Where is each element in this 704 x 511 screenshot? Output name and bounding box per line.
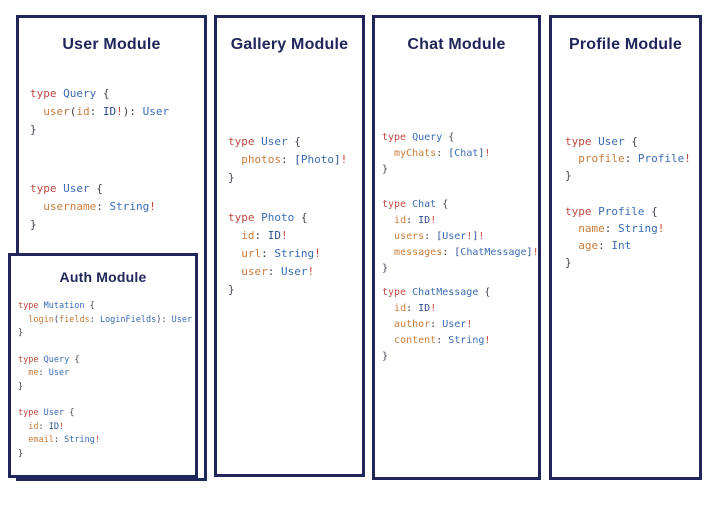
code-line: type Query { [382,132,455,143]
code-line: email: String! [28,435,100,445]
code-line: type Mutation { [18,301,95,311]
chat-module-title: Chat Module [407,36,506,53]
code-line: } [382,351,389,362]
auth-module-title: Auth Module [59,269,147,285]
gallery-module-title: Gallery Module [230,36,349,53]
code-line: id: ID! [28,421,65,432]
user-module-title: User Module [62,36,161,53]
code-line: myChats: [Chat]! [394,148,491,159]
code-block: type User { photos: [Photo]!} [228,133,347,187]
code-line: } [18,328,24,338]
user-module-code: type Query { user(id: ID!): User}type Us… [30,85,169,234]
code-line: author: User! [394,319,473,330]
profile-module-code: type User { profile: Profile!}type Profi… [565,133,691,271]
code-block: type Profile { name: String! age: Int} [565,203,691,271]
code-block: type User { profile: Profile!} [565,133,691,184]
code-line: me: User [28,368,70,378]
code-line: type User { [565,135,638,148]
code-line: } [565,169,572,182]
code-line: url: String! [241,247,321,260]
code-block: type Mutation { login(fields: LoginField… [18,300,192,341]
auth-module-box: Auth Module type Mutation { login(fields… [8,253,198,478]
code-block: type Query { user(id: ID!): User} [30,85,169,139]
code-line: } [30,218,37,231]
code-line: user: User! [241,265,315,278]
code-line: id: ID! [394,303,437,314]
code-line: } [228,171,235,184]
profile-module-title: Profile Module [568,36,683,53]
code-block: type User { id: ID! email: String!} [18,407,192,461]
code-line: } [228,283,235,296]
code-block: type Photo { id: ID! url: String! user: … [228,209,347,299]
code-line: type User { [30,182,103,195]
code-line: photos: [Photo]! [241,153,348,166]
code-line: } [18,448,24,459]
code-block: type Query { myChats: [Chat]!} [382,130,539,178]
code-line: type User { [18,408,75,418]
profile-module-box: Profile Module type User { profile: Prof… [549,15,702,480]
code-block: type Chat { id: ID! users: [User!]! mess… [382,197,539,277]
code-line: type Query { [18,354,80,365]
code-line: type Profile { [565,205,658,218]
code-block: type User { username: String!} [30,180,169,234]
code-line: id: ID! [394,215,437,226]
code-line: type Photo { [228,211,308,224]
code-line: messages: [ChatMessage]! [394,247,539,258]
code-line: login(fields: LoginFields): User [28,314,193,325]
code-line: } [382,164,389,175]
code-line: users: [User!]! [394,231,485,242]
auth-module-code: type Mutation { login(fields: LoginField… [18,300,192,461]
code-line: content: String! [394,335,491,346]
code-line: } [382,263,389,274]
gallery-module-code: type User { photos: [Photo]!}type Photo … [228,133,347,299]
code-line: } [565,256,572,269]
code-line: type User { [228,135,301,148]
chat-module-box: Chat Module type Query { myChats: [Chat]… [372,15,541,480]
code-line: username: String! [43,200,156,213]
chat-module-code: type Query { myChats: [Chat]!}type Chat … [382,130,539,365]
code-block: type ChatMessage { id: ID! author: User!… [382,285,539,365]
code-line: type Chat { [382,199,449,210]
code-line: } [30,123,37,136]
code-line: type ChatMessage { [382,287,491,298]
code-line: profile: Profile! [578,152,691,165]
code-line: user(id: ID!): User [43,105,170,118]
code-line: } [18,381,24,392]
code-line: age: Int [578,239,632,252]
code-line: id: ID! [241,229,288,242]
code-block: type Query { me: User} [18,354,192,395]
code-line: name: String! [578,222,665,235]
gallery-module-box: Gallery Module type User { photos: [Phot… [214,15,365,477]
code-line: type Query { [30,87,110,100]
